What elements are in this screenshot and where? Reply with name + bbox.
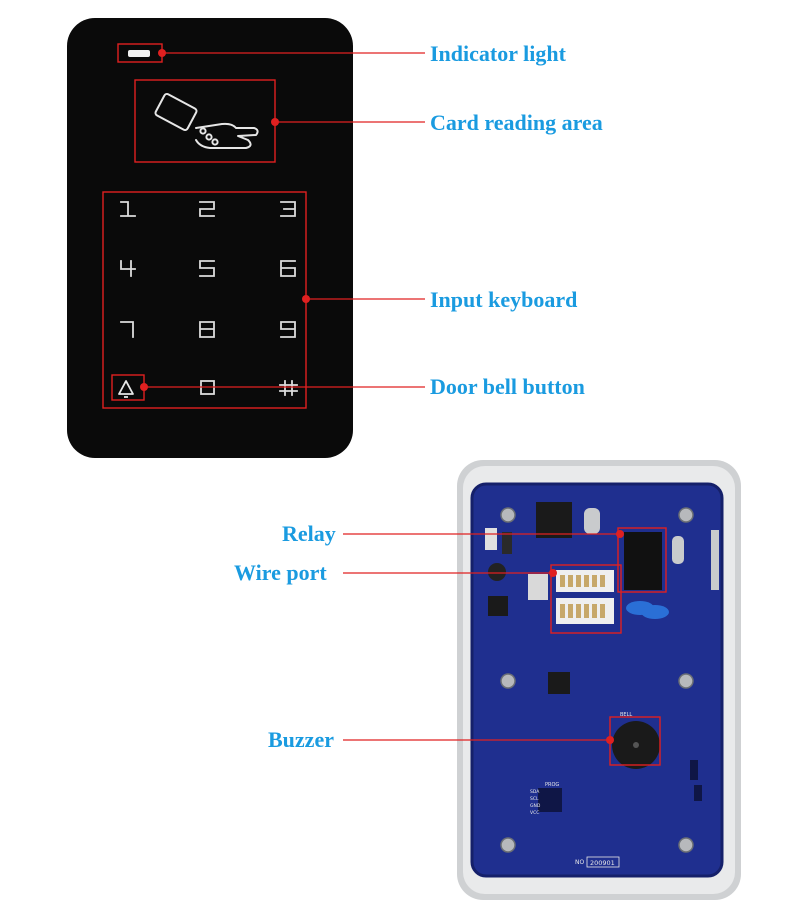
pcb-prog-label: PROG bbox=[545, 782, 559, 788]
pcb-bell-label: BELL bbox=[620, 712, 632, 718]
indicator-light bbox=[128, 50, 150, 57]
pcb-pin-gnd: GND bbox=[530, 803, 541, 809]
wire-port-label: Wire port bbox=[234, 560, 327, 585]
input-keyboard-label: Input keyboard bbox=[430, 287, 578, 312]
card-hand-icon bbox=[154, 93, 259, 149]
key-3[interactable] bbox=[280, 201, 296, 217]
pcb-serial-number: 200901 bbox=[590, 859, 615, 867]
door-bell-button-label: Door bell button bbox=[430, 374, 585, 399]
key-5[interactable] bbox=[199, 260, 215, 277]
relay-label: Relay bbox=[282, 521, 336, 546]
back-callouts bbox=[343, 533, 620, 741]
key-9[interactable] bbox=[280, 321, 296, 338]
relay-box bbox=[617, 527, 667, 593]
pcb-components bbox=[485, 502, 719, 812]
front-callouts bbox=[144, 52, 425, 388]
keypad-digits bbox=[120, 201, 298, 396]
key-1[interactable] bbox=[120, 201, 136, 217]
key-4[interactable] bbox=[120, 260, 136, 277]
front-panel bbox=[67, 18, 353, 458]
pcb-serial-prefix: NO bbox=[575, 859, 584, 866]
key-7[interactable] bbox=[120, 321, 134, 338]
indicator-light-label: Indicator light bbox=[430, 41, 566, 66]
screws bbox=[500, 507, 694, 853]
pcb-pin-scl: SCL bbox=[530, 796, 539, 802]
front-callout-dots bbox=[140, 49, 310, 391]
back-callout-dots bbox=[549, 530, 624, 744]
card-reading-area-label: Card reading area bbox=[430, 110, 603, 135]
key-hash[interactable] bbox=[279, 380, 298, 396]
key-8[interactable] bbox=[199, 321, 215, 338]
key-2[interactable] bbox=[199, 201, 215, 217]
buzzer-label: Buzzer bbox=[268, 727, 334, 752]
wire-port-box bbox=[550, 564, 622, 634]
key-6[interactable] bbox=[280, 260, 296, 277]
pcb-pin-vcc: VCC bbox=[530, 810, 539, 816]
pcb-pin-sda: SDA bbox=[530, 789, 540, 795]
bell-icon[interactable] bbox=[118, 380, 134, 398]
